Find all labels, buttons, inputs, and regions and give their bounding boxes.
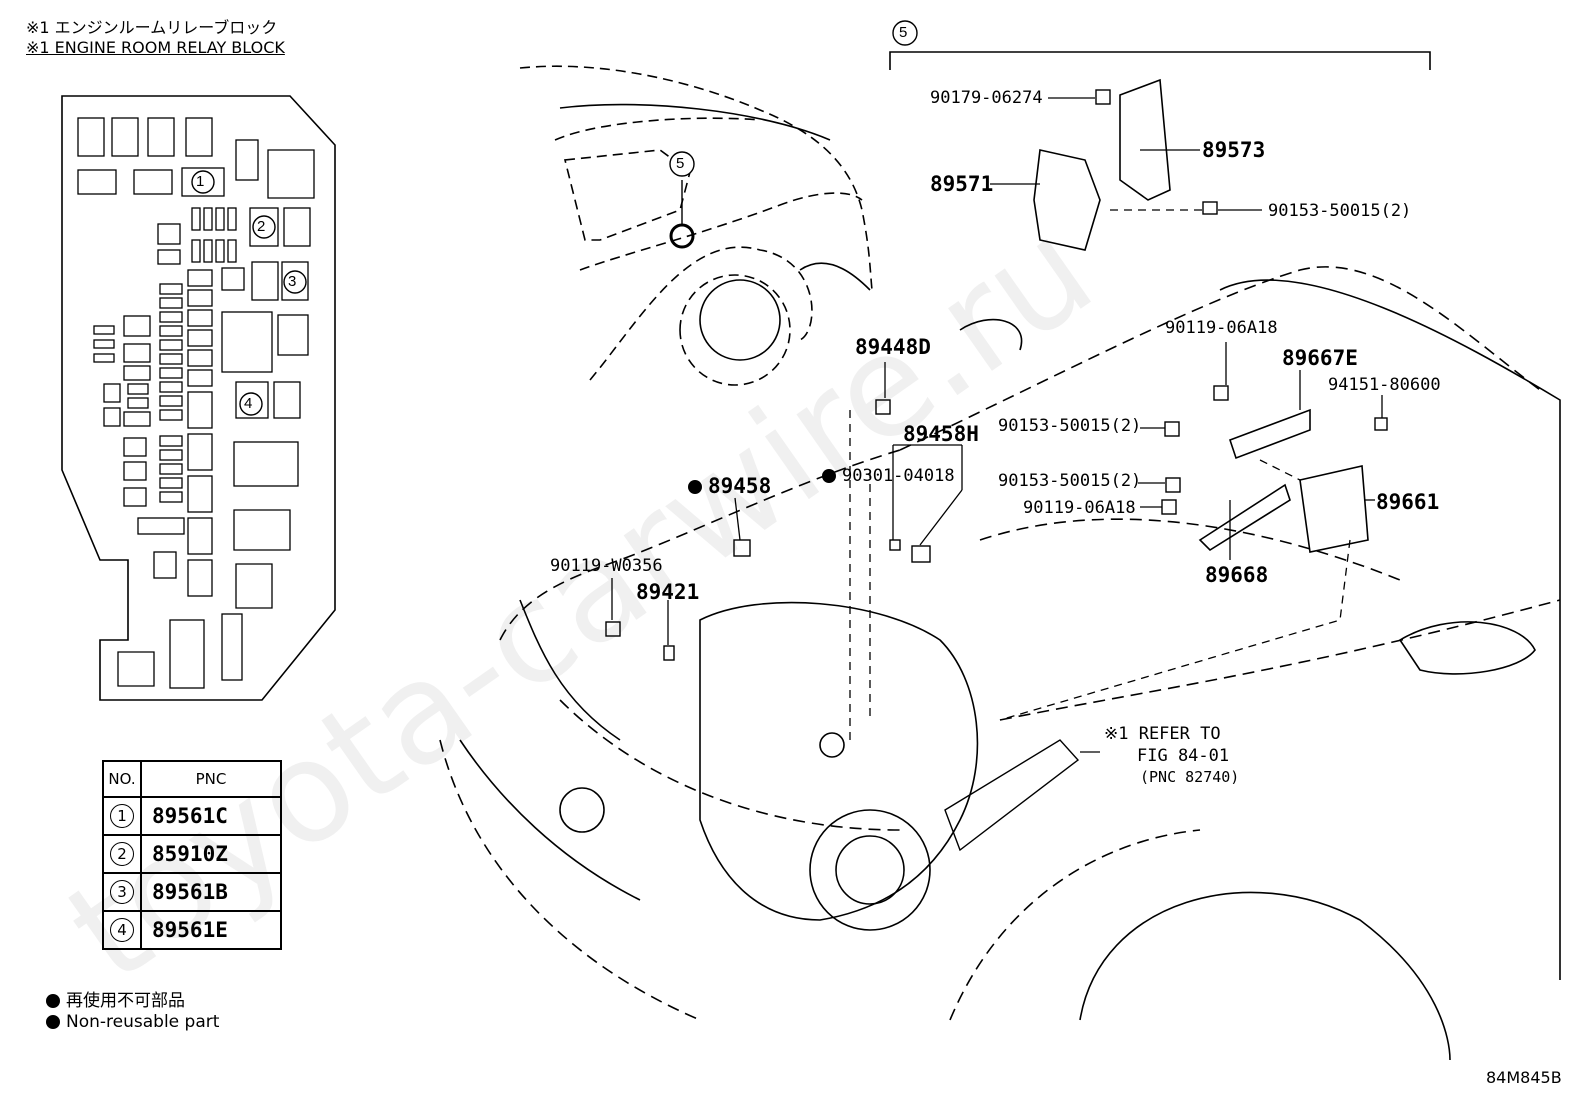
header-en: ※1 ENGINE ROOM RELAY BLOCK [26, 38, 285, 57]
callout-5-top: 5 [899, 24, 908, 41]
part-89448d: 89448D [855, 335, 931, 359]
non-reusable-dot [688, 480, 702, 494]
part-90179-06274: 90179-06274 [930, 88, 1043, 108]
callout-5-top-circle [892, 20, 918, 46]
car-rear-sketch [519, 65, 873, 386]
part-90153-50015-b: 90153-50015(2) [998, 416, 1142, 436]
legend-dot-icon [46, 994, 60, 1008]
refer-line-3: (PNC 82740) [1140, 768, 1240, 786]
relay-block-outline [61, 95, 336, 701]
col-no-header: NO. [102, 760, 142, 798]
relay-marker-2: 2 [257, 218, 266, 235]
figure-code: 84M845B [1486, 1068, 1562, 1087]
ecu-location-marker [669, 223, 695, 249]
car-front-sketch [439, 266, 1561, 1021]
row-pnc: 89561C [140, 796, 282, 836]
non-reusable-dot [822, 469, 836, 483]
table-row: 3 89561B [102, 872, 282, 912]
row-pnc: 89561E [140, 910, 282, 950]
part-89458h: 89458H [903, 422, 979, 446]
legend-jp: 再使用不可部品 [46, 986, 185, 1011]
bracket-89667e-shape [1228, 408, 1311, 460]
table-row: 2 85910Z [102, 834, 282, 874]
headlight [559, 787, 605, 833]
table-row: 4 89561E [102, 910, 282, 950]
car-front-solid-2 [959, 318, 1023, 351]
part-90153-50015-a: 90153-50015(2) [1268, 201, 1412, 221]
refer-line-1: ※1 REFER TO [1104, 724, 1221, 744]
relay-marker-4: 4 [244, 395, 253, 412]
pulley [809, 809, 931, 931]
col-pnc-header: PNC [140, 760, 282, 798]
part-90301-04018: 90301-04018 [822, 466, 955, 486]
part-90119-06a18-b: 90119-06A18 [1023, 498, 1136, 518]
relay-marker-1: 1 [196, 173, 205, 190]
ecu-89661-shape [1299, 465, 1369, 553]
header-jp: ※1 エンジンルームリレーブロック [26, 18, 278, 37]
row-pnc: 85910Z [140, 834, 282, 874]
car-front-solid-1 [1219, 279, 1561, 980]
part-89421: 89421 [636, 580, 700, 604]
callout-bracket [889, 51, 1431, 70]
engine-block [699, 601, 979, 921]
legend-en: Non-reusable part [46, 1012, 219, 1032]
car-front-solid-3 [1398, 621, 1536, 675]
part-89661: 89661 [1376, 490, 1440, 514]
part-94151-80600: 94151-80600 [1328, 375, 1441, 395]
callout-5-car: 5 [676, 155, 685, 172]
car-front-wheel [1079, 891, 1451, 1061]
ecu-89571-shape [1033, 149, 1101, 251]
bracket-89573-shape [1119, 78, 1171, 201]
bolts [605, 89, 1388, 852]
part-89667e: 89667E [1282, 346, 1358, 370]
row-no: 3 [110, 880, 134, 904]
row-pnc: 89561B [140, 872, 282, 912]
car-rear-solid-3 [799, 262, 871, 291]
car-rear-solid-2 [699, 279, 781, 361]
bracket-89668-shape [1198, 483, 1291, 552]
part-90119-06a18-a: 90119-06A18 [1165, 318, 1278, 338]
part-90153-50015-c: 90153-50015(2) [998, 471, 1142, 491]
dashed-assembly-lines [849, 209, 1351, 740]
relay-block-components [77, 117, 315, 689]
pnc-table: NO. PNC 1 89561C 2 85910Z 3 89561B 4 895… [102, 760, 282, 950]
relay-marker-3: 3 [288, 273, 297, 290]
row-no: 1 [110, 804, 134, 828]
row-no: 4 [110, 918, 134, 942]
part-89573: 89573 [1202, 138, 1266, 162]
relay-markers [191, 170, 307, 416]
refer-line-2: FIG 84-01 [1137, 746, 1230, 766]
row-no: 2 [110, 842, 134, 866]
part-89571: 89571 [930, 172, 994, 196]
part-89458: 89458 [688, 474, 771, 498]
table-header-row: NO. PNC [102, 760, 282, 798]
part-90119-w0356: 90119-W0356 [550, 556, 663, 576]
car-rear-solid-1 [559, 103, 831, 141]
leader-lines [611, 97, 1383, 753]
legend-dot-icon [46, 1015, 60, 1029]
part-89668: 89668 [1205, 563, 1269, 587]
table-row: 1 89561C [102, 796, 282, 836]
callout-5-car-circle [669, 151, 695, 177]
